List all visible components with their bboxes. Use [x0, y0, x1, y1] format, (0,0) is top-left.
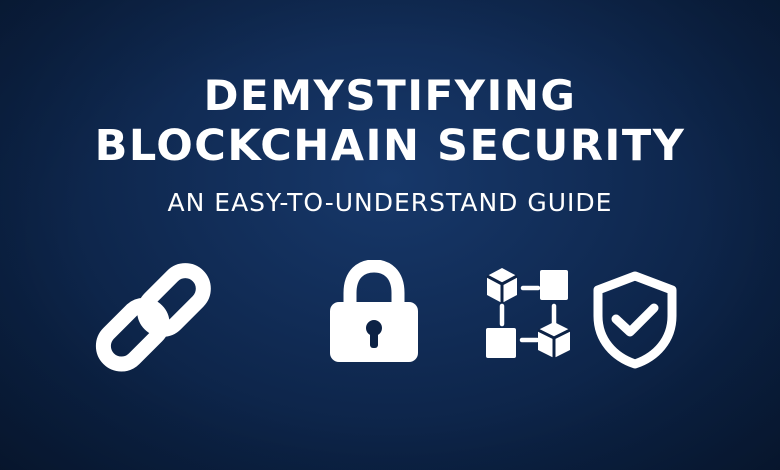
- title-line-2: BLOCKCHAIN SECURITY: [94, 121, 686, 171]
- title-line-1: DEMYSTIFYING: [203, 71, 577, 120]
- chain-link-icon: [95, 263, 211, 372]
- subtitle: AN EASY-TO-UNDERSTAND GUIDE: [167, 188, 613, 217]
- shield-check-icon: [593, 271, 677, 369]
- padlock-icon: [330, 260, 418, 362]
- blockchain-network-icon: [486, 268, 571, 358]
